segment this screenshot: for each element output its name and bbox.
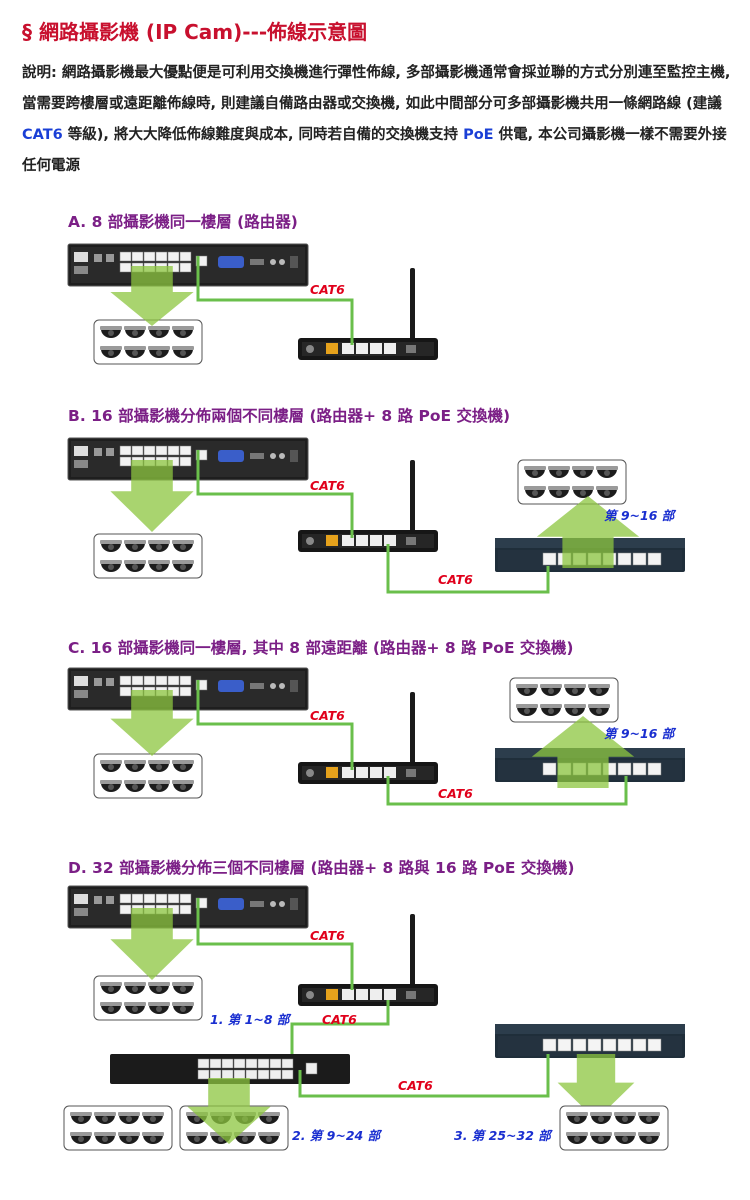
cable-label-d2: CAT6 (322, 1012, 357, 1027)
switch-8-d (494, 1023, 686, 1059)
nvr-a (67, 243, 309, 287)
camera-count-b: 第 9~16 部 (604, 508, 677, 523)
cable-label-b1: CAT6 (310, 478, 345, 493)
cable-d2 (290, 1000, 390, 1076)
section-b-title: B. 16 部攝影機分佈兩個不同樓層 (路由器+ 8 路 PoE 交換機) (68, 407, 511, 425)
cable-a (196, 256, 354, 345)
nvr-d (67, 885, 309, 929)
description-text-2: 等級), 將大大降低佈線難度與成本, 同時若自備的交換機支持 (62, 127, 464, 143)
router-b (298, 460, 438, 552)
camera-group-a (94, 320, 202, 364)
page-title: § 網路攝影機 (IP Cam)---佈線示意圖 (22, 20, 368, 44)
cable-label-b2: CAT6 (438, 572, 473, 587)
diagram-d: CAT6 1. 第 1~8 部 CAT6 2. 第 9~24 部 CAT6 3.… (64, 885, 686, 1150)
camera-count-d2: 2. 第 9~24 部 (292, 1128, 383, 1143)
camera-count-c: 第 9~16 部 (604, 726, 677, 741)
cable-label-c1: CAT6 (310, 708, 345, 723)
poe-highlight: PoE (463, 127, 494, 143)
camera-group-b1 (94, 534, 202, 578)
diagram-b: CAT6 CAT6 第 9~16 部 (67, 437, 686, 594)
description-text-3: 供電, 本公司攝影機一樣不需要外接任何電源 (22, 127, 727, 174)
cat6-highlight: CAT6 (22, 127, 63, 143)
description: 說明: 網路攝影機最大優點便是可利用交換機進行彈性佈線, 多部攝影機通常會採並聯… (22, 58, 734, 182)
cable-label-a: CAT6 (310, 282, 345, 297)
camera-count-d3: 3. 第 25~32 部 (454, 1128, 553, 1143)
router-c (298, 692, 438, 784)
section-d-title: D. 32 部攝影機分佈三個不同樓層 (路由器+ 8 路與 16 路 PoE 交… (68, 859, 575, 877)
diagram-c: CAT6 CAT6 第 9~16 部 (67, 667, 686, 806)
cable-d3 (298, 1054, 550, 1098)
cable-label-d1: CAT6 (310, 928, 345, 943)
cable-b2 (386, 544, 550, 594)
cable-c2 (386, 776, 628, 806)
cable-label-d3: CAT6 (398, 1078, 433, 1093)
camera-group-b2 (518, 460, 626, 504)
camera-group-c2 (510, 678, 618, 722)
cable-c1 (196, 680, 354, 770)
camera-group-d1 (94, 976, 202, 1020)
cable-label-c2: CAT6 (438, 786, 473, 801)
cable-d1 (196, 898, 354, 990)
cable-b1 (196, 450, 354, 538)
section-c-title: C. 16 部攝影機同一樓層, 其中 8 部遠距離 (路由器+ 8 路 PoE … (68, 639, 574, 657)
section-a-title: A. 8 部攝影機同一樓層 (路由器) (68, 213, 298, 231)
nvr-b (67, 437, 309, 481)
diagram-a: CAT6 (67, 243, 438, 364)
nvr-c (67, 667, 309, 711)
camera-count-d1: 1. 第 1~8 部 (210, 1012, 292, 1027)
camera-group-d2a (64, 1106, 172, 1150)
camera-group-c1 (94, 754, 202, 798)
description-text-1: 說明: 網路攝影機最大優點便是可利用交換機進行彈性佈線, 多部攝影機通常會採並聯… (22, 65, 731, 112)
camera-group-d3 (560, 1106, 668, 1150)
